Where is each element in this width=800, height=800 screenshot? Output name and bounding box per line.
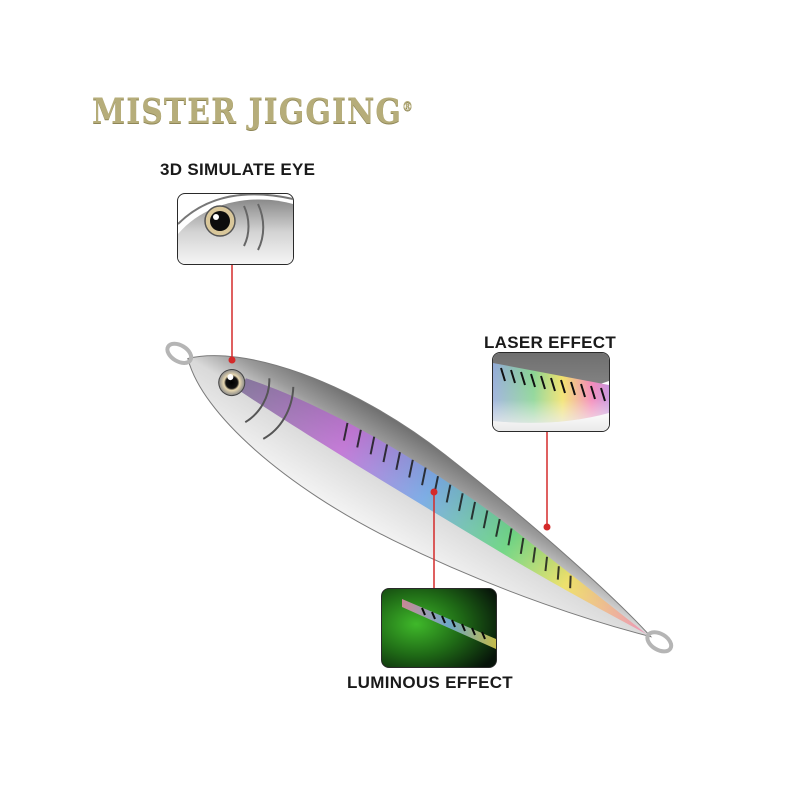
laser-detail-inset xyxy=(492,352,610,432)
callout-label-laser: LASER EFFECT xyxy=(484,333,617,352)
brand-logo: MISTER JIGGING® xyxy=(92,92,414,132)
eye-detail-inset xyxy=(177,193,294,265)
brand-name: MISTER JIGGING xyxy=(92,92,403,133)
rear-ring xyxy=(645,630,674,654)
luminous-detail-inset xyxy=(381,588,497,668)
lure-body xyxy=(165,341,674,654)
registered-mark: ® xyxy=(402,98,415,114)
callout-label-eye: 3D SIMULATE EYE xyxy=(160,160,316,179)
leader-lines xyxy=(228,265,551,588)
lure-eye xyxy=(218,369,246,397)
callout-label-luminous: LUMINOUS EFFECT xyxy=(347,673,513,692)
front-ring xyxy=(165,341,194,365)
